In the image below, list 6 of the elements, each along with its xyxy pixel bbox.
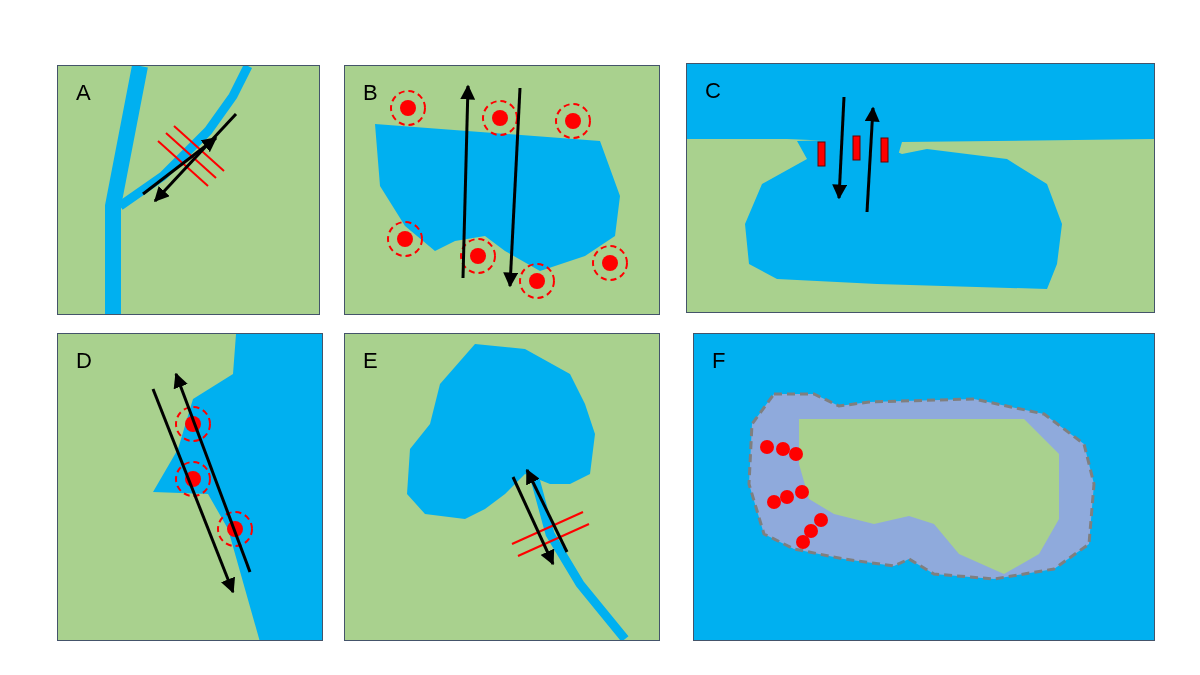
panel-letter: A — [76, 80, 91, 106]
panel-letter: D — [76, 348, 92, 374]
panel-letter: B — [363, 80, 378, 106]
panel-letter: C — [705, 78, 721, 104]
panel-letter: F — [712, 348, 726, 374]
panel-letter: E — [363, 348, 378, 374]
